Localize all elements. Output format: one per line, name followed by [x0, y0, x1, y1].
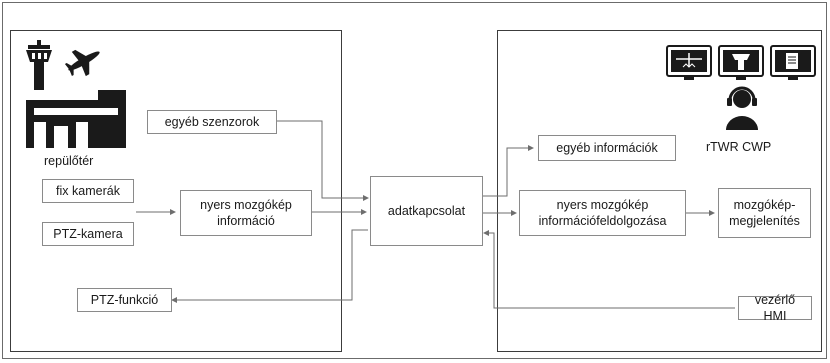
video-display-box: mozgókép- megjelenítés: [718, 188, 811, 238]
terminal-building-icon: [26, 90, 126, 148]
monitor-flight-strip-icon: [770, 45, 816, 80]
cwp-label: rTWR CWP: [706, 140, 772, 154]
diagram-frame: [2, 2, 827, 359]
fixed-cameras-box: fix kamerák: [42, 179, 134, 203]
arrow-hmi-to-datalink: [483, 230, 735, 309]
monitor-radar-icon: [666, 45, 712, 80]
arrow-sensors-to-datalink: [277, 120, 369, 201]
raw-video-info-box: nyers mozgókép információ: [180, 190, 312, 236]
arrow-datalink-to-other-info: [483, 145, 534, 197]
ptz-camera-box: PTZ-kamera: [42, 222, 134, 246]
ptz-function-box: PTZ-funkció: [77, 288, 172, 312]
arrow-datalink-to-ptz-function: [171, 229, 368, 303]
control-tower-icon: [26, 40, 52, 90]
data-link-box: adatkapcsolat: [370, 176, 483, 246]
airport-label: repülőtér: [44, 154, 94, 168]
raw-video-processing-box: nyers mozgókép információfeldolgozása: [519, 190, 686, 236]
other-info-box: egyéb információk: [538, 135, 676, 161]
monitor-tower-icon: [718, 45, 764, 80]
other-sensors-box: egyéb szenzorok: [147, 110, 277, 134]
airplane-icon: [64, 49, 100, 77]
headset-operator-icon: [726, 86, 758, 130]
control-hmi-box: vezérlő HMI: [738, 293, 812, 323]
